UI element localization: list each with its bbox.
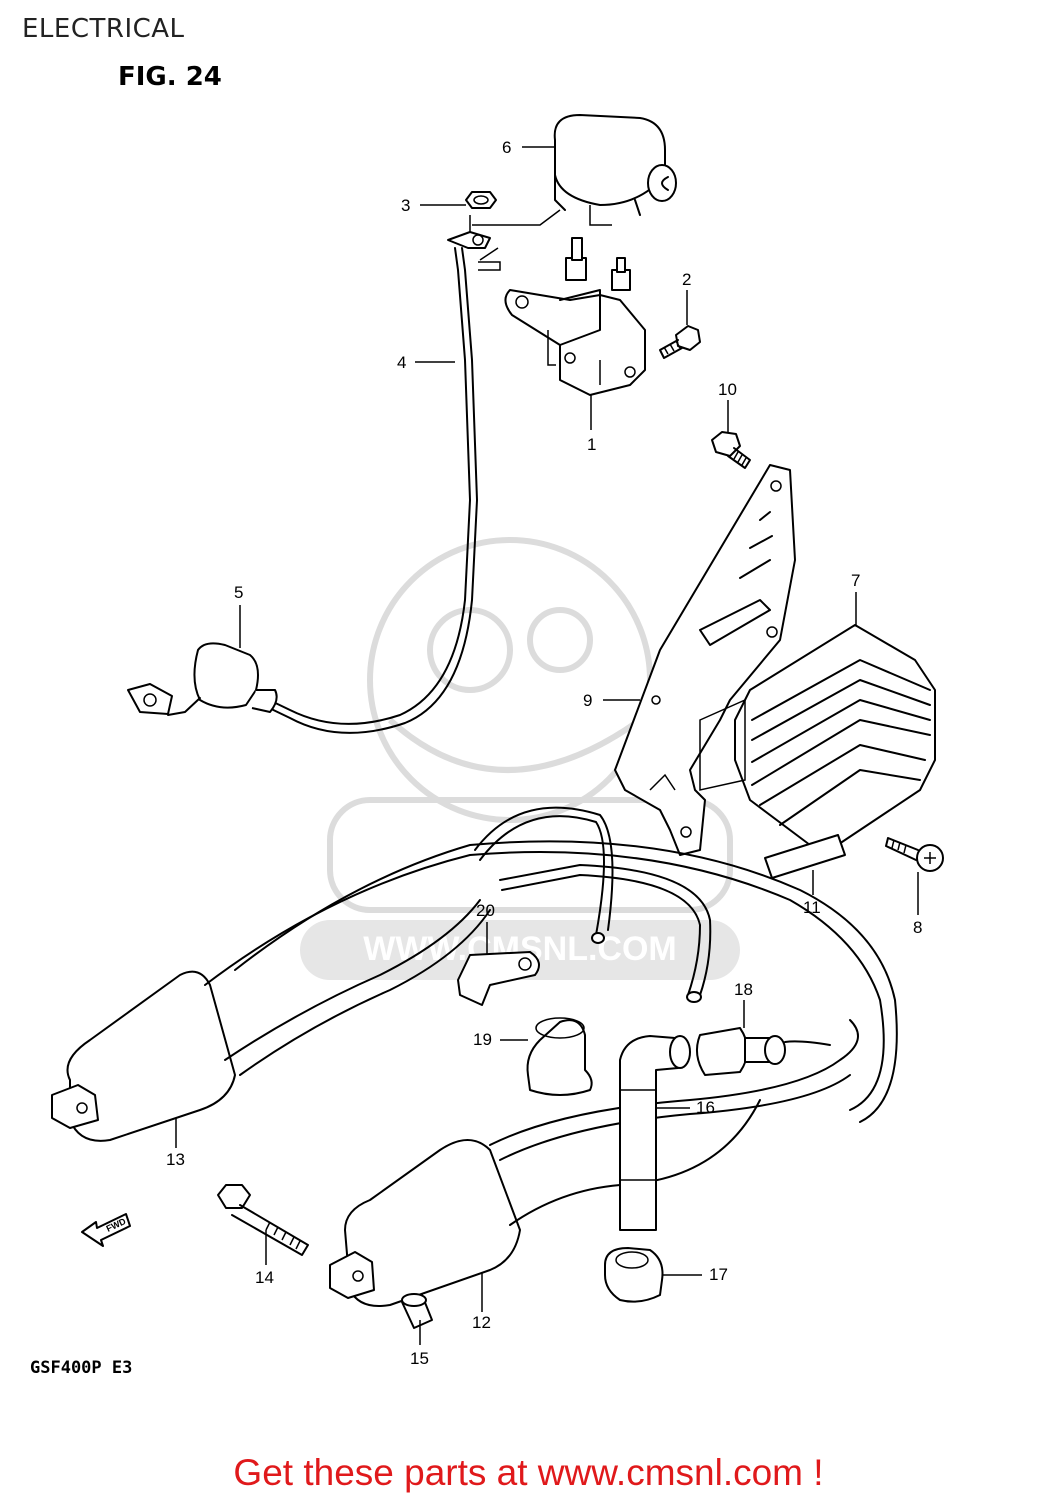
model-code: GSF400P E3 [30, 1358, 133, 1378]
figure-label: FIG. 24 [118, 62, 222, 92]
part-19-cap[interactable] [526, 1017, 593, 1096]
leader-lines [175, 146, 919, 1345]
part-10-bolt[interactable] [711, 431, 751, 469]
callout-13: 13 [166, 1150, 185, 1169]
part-1-starter-relay[interactable] [504, 237, 646, 396]
part-14-bolt[interactable] [217, 1184, 309, 1256]
callout-7: 7 [851, 571, 860, 590]
vent-hoses[interactable] [474, 806, 712, 1003]
watermark: WWW.CMSNL.COM [300, 537, 740, 980]
part-4-ground-cable[interactable] [264, 215, 501, 734]
part-18-connector[interactable] [695, 1027, 831, 1076]
callout-5: 5 [234, 583, 243, 602]
callout-19: 19 [473, 1030, 492, 1049]
callout-8: 8 [913, 918, 922, 937]
part-17-grommet[interactable] [604, 1247, 664, 1303]
part-3-nut[interactable] [465, 191, 497, 209]
part-20-clamp[interactable] [457, 951, 540, 1006]
part-11-tape[interactable] [764, 834, 846, 879]
part-13-ignition-coil[interactable] [51, 840, 898, 1142]
callout-3: 3 [401, 196, 410, 215]
part-16-elbow-hose[interactable] [619, 1035, 691, 1231]
part-2-bolt[interactable] [659, 325, 701, 359]
callout-10: 10 [718, 380, 737, 399]
callout-12: 12 [472, 1313, 491, 1332]
part-12-ignition-coil[interactable] [329, 1019, 859, 1307]
callout-16: 16 [696, 1098, 715, 1117]
part-15-collar[interactable] [401, 1293, 433, 1329]
callout-15: 15 [410, 1349, 429, 1368]
callout-6: 6 [502, 138, 511, 157]
callout-1: 1 [587, 435, 596, 454]
callout-20: 20 [476, 901, 495, 920]
callout-labels: 6 3 2 4 1 10 5 7 9 11 8 20 18 19 16 13 1… [166, 138, 922, 1368]
callout-2: 2 [682, 270, 691, 289]
callout-11: 11 [803, 898, 821, 917]
callout-17: 17 [709, 1265, 728, 1284]
callout-9: 9 [583, 691, 592, 710]
part-7-regulator[interactable] [699, 624, 936, 851]
part-8-screw[interactable] [885, 837, 944, 872]
part-6-relay-cap[interactable] [553, 114, 677, 226]
footer-link[interactable]: Get these parts at www.cmsnl.com ! [233, 1452, 824, 1493]
page-title: ELECTRICAL [22, 14, 185, 44]
part-5-ground-terminal[interactable] [127, 642, 278, 716]
forward-arrow-icon: FWD [81, 1213, 131, 1247]
part-9-bracket[interactable] [614, 464, 796, 856]
callout-18: 18 [734, 980, 753, 999]
callout-14: 14 [255, 1268, 274, 1287]
callout-4: 4 [397, 353, 406, 372]
